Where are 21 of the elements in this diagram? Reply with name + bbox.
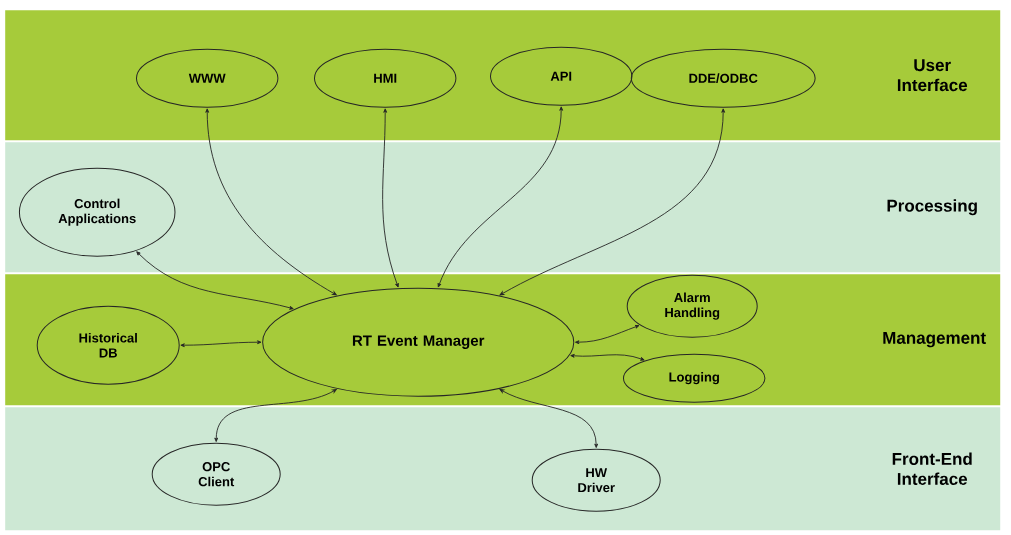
arrow <box>214 388 337 442</box>
ellipse-node: RT Event Manager <box>262 287 575 397</box>
ellipse-node: API <box>490 46 633 106</box>
ellipse-node: Historical DB <box>36 305 180 385</box>
ellipse-node: WWW <box>136 48 279 108</box>
ellipse-node: Logging <box>623 353 766 403</box>
arrow <box>499 108 726 296</box>
ellipse-node: HW Driver <box>531 448 661 512</box>
ellipse-node: DDE/ODBC <box>630 48 816 108</box>
ellipse-node: OPC Client <box>151 442 281 506</box>
arrow <box>499 388 599 448</box>
arrow <box>205 108 337 296</box>
ellipse-node: Control Applications <box>18 167 176 257</box>
ellipse-node: HMI <box>314 48 457 108</box>
arrow <box>180 340 262 348</box>
ellipse-node: Alarm Handling <box>626 274 758 338</box>
arrow <box>136 251 294 310</box>
arrow <box>382 108 399 288</box>
arrow <box>570 353 645 361</box>
arrow <box>437 106 564 288</box>
arrow <box>575 325 640 345</box>
